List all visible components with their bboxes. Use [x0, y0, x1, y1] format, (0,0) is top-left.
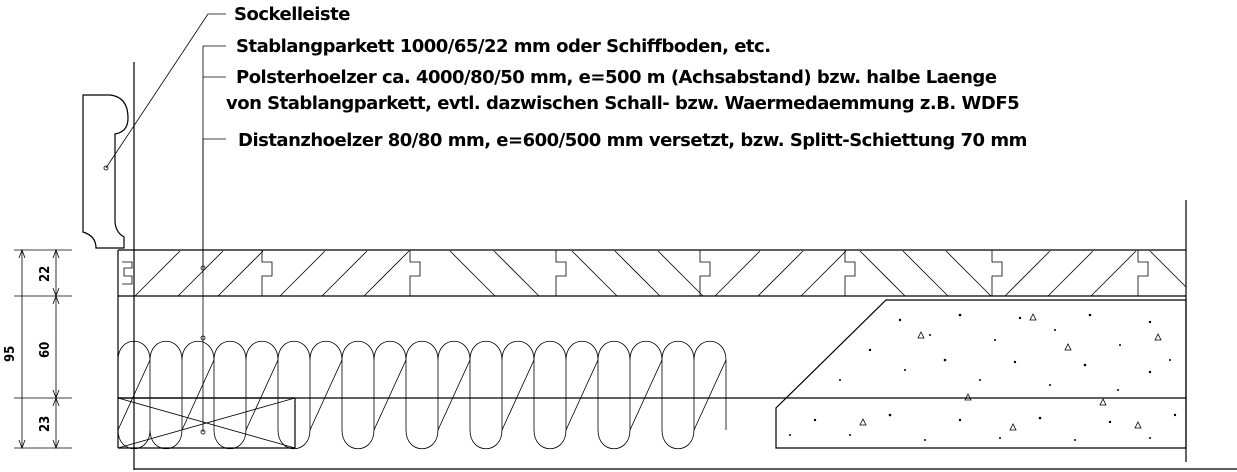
- gravel-speckles: [789, 313, 1177, 441]
- label-joists-line2: von Stablangparkett, evtl. dazwischen Sc…: [226, 93, 1019, 114]
- label-spacers: Distanzhoelzer 80/80 mm, e=600/500 mm ve…: [238, 130, 1027, 151]
- dim-joist: 60: [38, 342, 53, 358]
- spacer-block: [117, 397, 296, 449]
- label-parquet: Stablangparkett 1000/65/22 mm oder Schif…: [236, 36, 771, 57]
- dimension-lines: [14, 248, 72, 450]
- label-joists-line1: Polsterhoelzer ca. 4000/80/50 mm, e=500 …: [236, 67, 997, 88]
- dim-total: 95: [3, 346, 18, 362]
- gravel-fill: [775, 299, 1187, 449]
- skirting-board: [82, 94, 129, 249]
- label-skirting: Sockelleiste: [234, 4, 350, 25]
- insulation-coil: [117, 340, 727, 450]
- dim-parquet: 22: [38, 266, 53, 282]
- leader-lines: [103, 13, 226, 435]
- parquet-layer: [117, 249, 1187, 297]
- dim-spacer: 23: [38, 416, 53, 432]
- gravel-stones: [859, 313, 1162, 431]
